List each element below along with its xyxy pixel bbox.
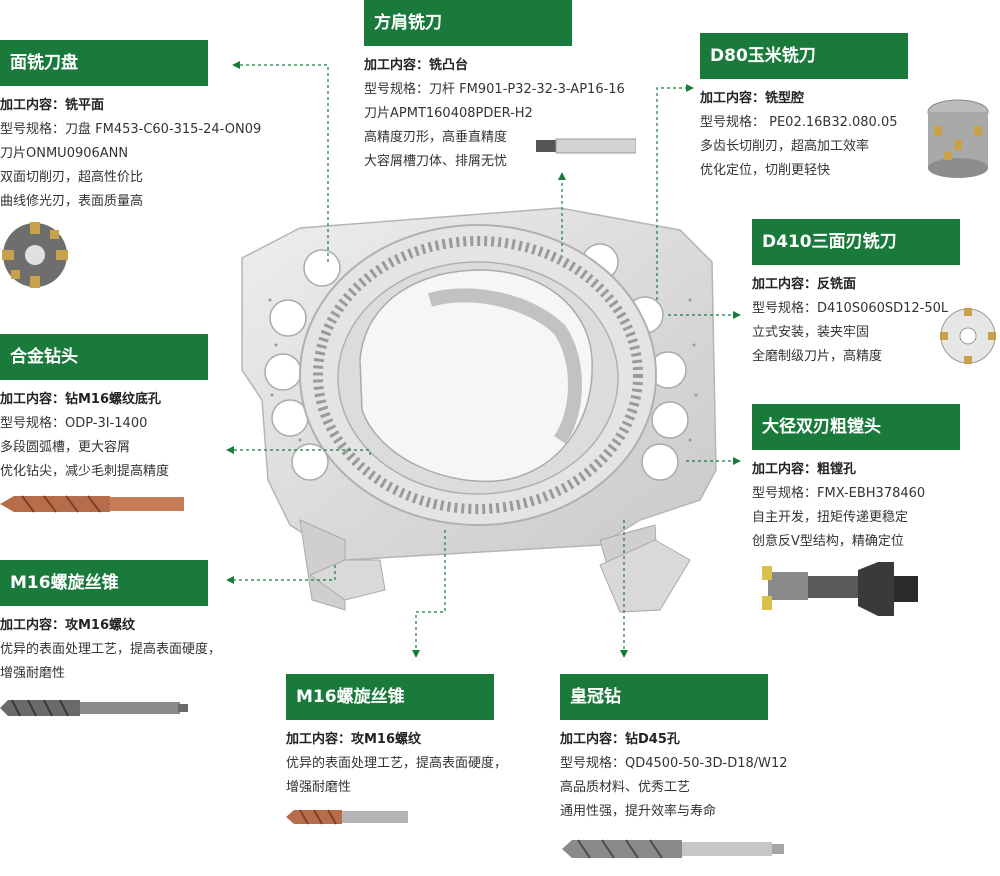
- twist-drill-icon: [0, 495, 184, 513]
- card-line: 型号规格：FMX-EBH378460: [752, 486, 926, 501]
- card-line: 加工内容：攻M16螺纹: [286, 732, 422, 747]
- face-mill-cutter-icon: [2, 222, 68, 288]
- card-crown-drill: 皇冠钻 加工内容：钻D45孔 型号规格：QD4500-50-3D-D18/W12…: [560, 674, 820, 824]
- card-side-mill: D410三面刃铣刀 加工内容：反铣面 型号规格：D410S060SD12-50L…: [752, 219, 992, 369]
- card-line: 加工内容：铣凸台: [364, 58, 469, 73]
- card-line: 型号规格：D410S060SD12-50L: [752, 301, 949, 316]
- side-mill-cutter-icon: [940, 308, 996, 364]
- card-line: 优异的表面处理工艺，提高表面硬度，: [286, 756, 508, 771]
- card-line: 双面切削刃，超高性价比: [0, 170, 144, 185]
- card-line: 创意反V型结构，精确定位: [752, 534, 904, 549]
- card-tap-bottom: M16螺旋丝锥 加工内容：攻M16螺纹 优异的表面处理工艺，提高表面硬度， 增强…: [286, 674, 546, 800]
- card-title: 合金钻头: [0, 334, 208, 380]
- corn-mill-cutter-icon: [927, 99, 989, 178]
- card-title: 面铣刀盘: [0, 40, 208, 86]
- card-line: 型号规格：刀盘 FM453-C60-315-24-ON09: [0, 122, 262, 137]
- card-line: 通用性强，提升效率与寿命: [560, 804, 717, 819]
- card-face-mill: 面铣刀盘 加工内容：铣平面 型号规格：刀盘 FM453-C60-315-24-O…: [0, 40, 270, 214]
- spiral-tap-icon: [0, 699, 188, 717]
- card-shoulder-mill: 方肩铣刀 加工内容：铣凸台 型号规格：刀杆 FM901-P32-32-3-AP1…: [364, 0, 634, 174]
- card-line: 刀片ONMU0906ANN: [0, 146, 129, 161]
- card-line: 全磨制级刀片，高精度: [752, 349, 883, 364]
- card-line: 曲线修光刃，表面质量高: [0, 194, 144, 209]
- card-tap-left: M16螺旋丝锥 加工内容：攻M16螺纹 优异的表面处理工艺，提高表面硬度， 增强…: [0, 560, 260, 686]
- card-line: 优化钻尖，减少毛刺提高精度: [0, 464, 170, 479]
- card-line: 高精度刃形，高垂直精度: [364, 130, 508, 145]
- card-line: 高品质材料、优秀工艺: [560, 780, 691, 795]
- card-line: 型号规格：刀杆 FM901-P32-32-3-AP16-16: [364, 82, 625, 97]
- card-line: 刀片APMT160408PDER-H2: [364, 106, 533, 121]
- card-line: 加工内容：铣平面: [0, 98, 105, 113]
- card-line: 优异的表面处理工艺，提高表面硬度，: [0, 642, 222, 657]
- card-alloy-drill: 合金钻头 加工内容：钻M16螺纹底孔 型号规格：ODP-3I-1400 多段圆弧…: [0, 334, 240, 484]
- card-line: 型号规格： PE02.16B32.080.05: [700, 115, 898, 130]
- end-mill-shank-icon: [536, 138, 636, 154]
- card-line: 多段圆弧槽，更大容屑: [0, 440, 131, 455]
- card-line: 优化定位，切削更轻快: [700, 163, 831, 178]
- card-line: 型号规格：ODP-3I-1400: [0, 416, 148, 431]
- spiral-tap-icon: [286, 809, 408, 825]
- card-line: 加工内容：反铣面: [752, 277, 857, 292]
- card-line: 自主开发，扭矩传递更稳定: [752, 510, 909, 525]
- card-line: 增强耐磨性: [286, 780, 352, 795]
- card-title: D410三面刃铣刀: [752, 219, 960, 265]
- card-line: 加工内容：钻M16螺纹底孔: [0, 392, 162, 407]
- card-title: D80玉米铣刀: [700, 33, 908, 79]
- crown-drill-icon: [562, 839, 784, 859]
- card-line: 大容屑槽刀体、排屑无忧: [364, 154, 508, 169]
- card-boring-head: 大径双刃粗镗头 加工内容：粗镗孔 型号规格：FMX-EBH378460 自主开发…: [752, 404, 992, 554]
- card-title: M16螺旋丝锥: [0, 560, 208, 606]
- card-title: 皇冠钻: [560, 674, 768, 720]
- card-title: 大径双刃粗镗头: [752, 404, 960, 450]
- card-line: 多齿长切削刃，超高加工效率: [700, 139, 870, 154]
- card-line: 加工内容：攻M16螺纹: [0, 618, 136, 633]
- card-line: 加工内容：钻D45孔: [560, 732, 680, 747]
- card-line: 加工内容：铣型腔: [700, 91, 805, 106]
- card-corn-mill: D80玉米铣刀 加工内容：铣型腔 型号规格： PE02.16B32.080.05…: [700, 33, 930, 183]
- boring-head-icon: [762, 562, 918, 616]
- card-line: 型号规格：QD4500-50-3D-D18/W12: [560, 756, 788, 771]
- card-line: 增强耐磨性: [0, 666, 66, 681]
- card-title: M16螺旋丝锥: [286, 674, 494, 720]
- card-title: 方肩铣刀: [364, 0, 572, 46]
- card-line: 加工内容：粗镗孔: [752, 462, 857, 477]
- card-line: 立式安装，装夹牢固: [752, 325, 870, 340]
